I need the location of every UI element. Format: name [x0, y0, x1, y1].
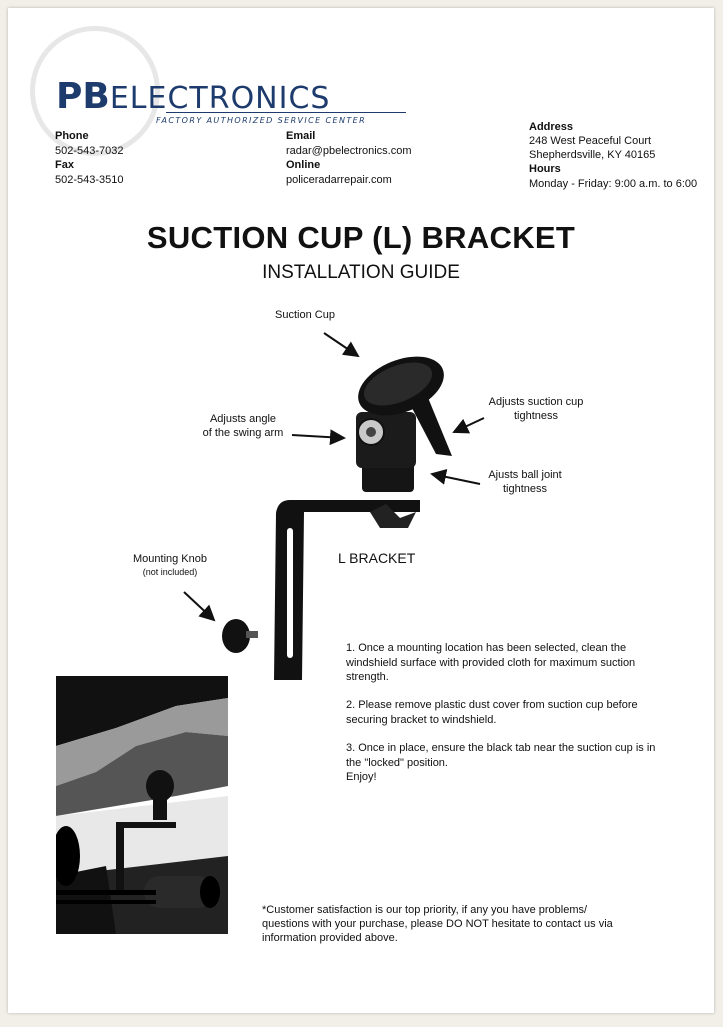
callout-suction-cup: Suction Cup	[275, 309, 335, 321]
installation-guide-page: PBELECTRONICS FACTORY AUTHORIZED SERVICE…	[8, 8, 714, 1013]
enjoy-text: Enjoy!	[346, 771, 377, 783]
address-line2: Shepherdsville, KY 40165	[529, 149, 656, 161]
l-bracket-shape	[274, 500, 420, 680]
page-title: SUCTION CUP (L) BRACKET	[146, 220, 576, 255]
footer-note: *Customer satisfaction is our top priori…	[262, 904, 613, 944]
arrow-suction-tightness	[452, 417, 485, 434]
bracket-slot	[287, 528, 293, 658]
logo-circle-graphic	[30, 26, 160, 156]
arrow-ball-joint	[430, 469, 481, 485]
step-2: 2. Please remove plastic dust cover from…	[346, 699, 638, 726]
callout-suction-tightness: Adjusts suction cup tightness	[488, 396, 584, 422]
logo-subtitle: FACTORY AUTHORIZED SERVICE CENTER	[156, 116, 367, 125]
bracket-diagram	[183, 332, 485, 680]
address-label: Address	[529, 121, 574, 133]
arrow-suction-cup	[323, 332, 360, 358]
hours-value: Monday - Friday: 9:00 a.m. to 6:00	[529, 178, 698, 190]
email-value[interactable]: radar@pbelectronics.com	[286, 145, 412, 157]
step-1: 1. Once a mounting location has been sel…	[346, 642, 636, 683]
fax-label: Fax	[55, 159, 74, 171]
mounting-knob-shape	[222, 619, 250, 653]
phone-value: 502-543-7032	[55, 145, 124, 157]
logo-underline	[166, 112, 406, 113]
callout-swing-arm: Adjusts angle of the swing arm	[202, 413, 284, 439]
installation-photo	[56, 676, 228, 934]
hours-label: Hours	[529, 163, 561, 175]
locking-tab-shape	[412, 388, 452, 456]
arrow-mounting-knob	[183, 591, 216, 622]
logo-text: PBELECTRONICS	[56, 76, 331, 117]
phone-label: Phone	[55, 130, 89, 142]
callout-l-bracket: L BRACKET	[338, 550, 416, 566]
online-label: Online	[286, 159, 321, 171]
callout-mounting-knob: Mounting Knob (not included)	[133, 553, 207, 577]
online-value[interactable]: policeradarrepair.com	[286, 174, 392, 186]
step-3: 3. Once in place, ensure the black tab n…	[346, 742, 656, 769]
address-line1: 248 West Peaceful Court	[529, 135, 652, 147]
wing-nut-shape	[370, 504, 416, 528]
arrow-swing-arm	[291, 429, 346, 446]
company-logo: PBELECTRONICS FACTORY AUTHORIZED SERVICE…	[56, 76, 406, 125]
fax-value: 502-543-3510	[55, 174, 124, 186]
page-subtitle: INSTALLATION GUIDE	[262, 262, 460, 283]
callout-ball-joint: Ajusts ball joint tightness	[488, 469, 562, 495]
email-label: Email	[286, 130, 316, 142]
